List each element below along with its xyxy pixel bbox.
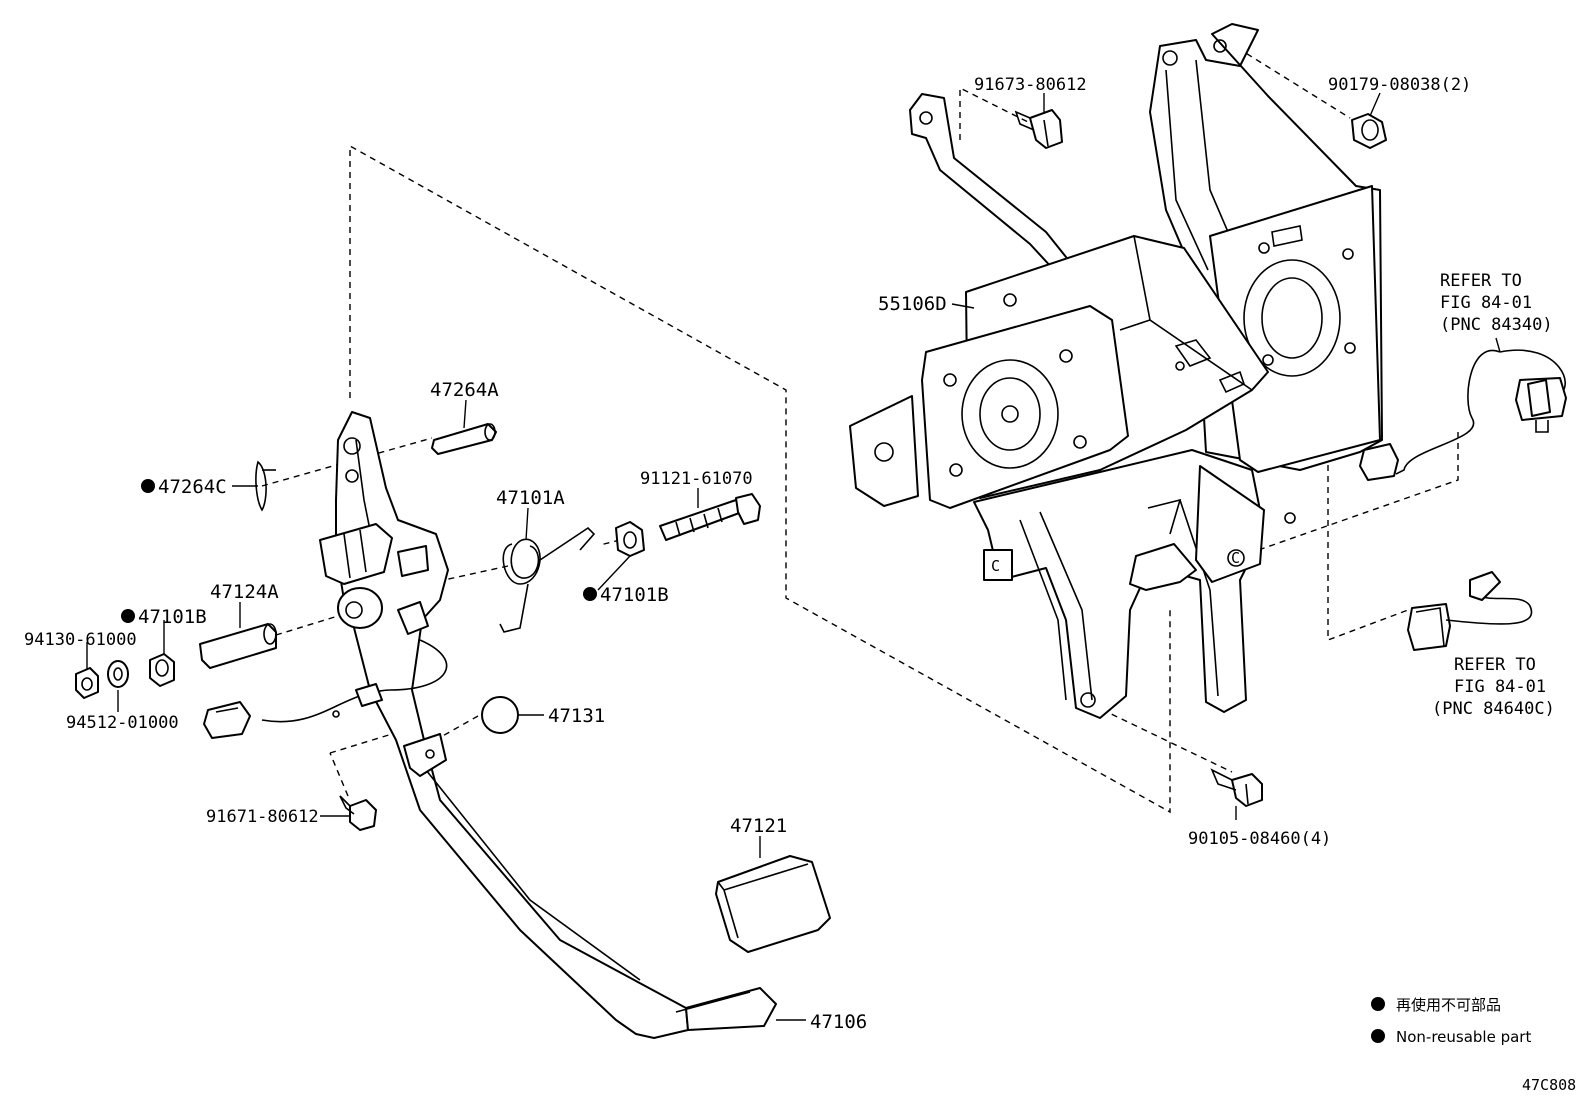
brake-pedal-arm (319, 411, 777, 1039)
callout-47264C: 47264C (158, 476, 227, 498)
callout-47264A: 47264A (430, 379, 499, 401)
callout-47101A: 47101A (496, 487, 565, 509)
dot-47101B-right (583, 587, 597, 601)
nut-90179 (1351, 113, 1387, 149)
spring-47101A (499, 526, 596, 633)
callout-refer-switch-l2: FIG 84-01 (1440, 293, 1532, 313)
pedal-pad-47121 (715, 855, 831, 953)
nut-94130 (75, 667, 99, 699)
callout-90179: 90179-08038(2) (1328, 75, 1471, 95)
legend-dot-en (1371, 1029, 1385, 1043)
washer-94512 (107, 660, 129, 688)
callout-91671: 91671-80612 (206, 807, 319, 827)
bolt-90105 (1210, 768, 1263, 807)
svg-text:C: C (1231, 549, 1240, 567)
callout-47131: 47131 (548, 705, 605, 727)
pedal-wire-harness (203, 639, 448, 739)
non-reusable-markers (121, 479, 597, 623)
legend-text-en: Non-reusable part (1396, 1028, 1531, 1046)
callout-refer-clutch-l1: REFER TO (1454, 655, 1536, 675)
callout-94130: 94130-61000 (24, 630, 137, 650)
callout-47121: 47121 (730, 815, 787, 837)
sleeve-47124A (199, 623, 277, 669)
callout-91673: 91673-80612 (974, 75, 1087, 95)
callout-labels: 91673-80612 90179-08038(2) 55106D REFER … (24, 75, 1555, 1033)
callout-47101B-left: 47101B (138, 606, 207, 628)
dot-47264C (141, 479, 155, 493)
bushing-47101B-left (149, 653, 175, 687)
clutch-switch (1407, 571, 1533, 651)
bolt-91671 (339, 795, 377, 831)
clip-47264C (255, 460, 276, 512)
callout-94512: 94512-01000 (66, 713, 179, 733)
figure-code: 47C808 (1522, 1076, 1576, 1094)
callout-91121: 91121-61070 (640, 469, 753, 489)
stop-lamp-switch (1359, 349, 1567, 481)
pin-47264A (431, 423, 497, 455)
callout-refer-clutch-l2: FIG 84-01 (1454, 677, 1546, 697)
callout-47124A: 47124A (210, 581, 279, 603)
cap-47131 (481, 696, 519, 734)
legend-text-jp: 再使用不可部品 (1396, 996, 1501, 1014)
svg-text:C: C (991, 557, 1000, 575)
callout-refer-clutch-l3: (PNC 84640C) (1432, 699, 1555, 719)
leader-lines (86, 92, 1501, 1021)
callout-90105: 90105-08460(4) (1188, 829, 1331, 849)
bolt-91121 (659, 493, 761, 541)
callout-55106D: 55106D (878, 293, 947, 315)
callout-refer-switch-l1: REFER TO (1440, 271, 1522, 291)
bolt-91673 (1014, 109, 1063, 149)
pedal-bracket-assembly: C C (849, 23, 1383, 719)
callout-47101B-right: 47101B (600, 584, 669, 606)
dot-47101B-left (121, 609, 135, 623)
callout-47106: 47106 (810, 1011, 867, 1033)
callout-refer-switch-l3: (PNC 84340) (1440, 315, 1553, 335)
bushing-47101B-right (615, 521, 645, 557)
legend: 再使用不可部品 Non-reusable part (1371, 996, 1531, 1046)
legend-dot-jp (1371, 997, 1385, 1011)
